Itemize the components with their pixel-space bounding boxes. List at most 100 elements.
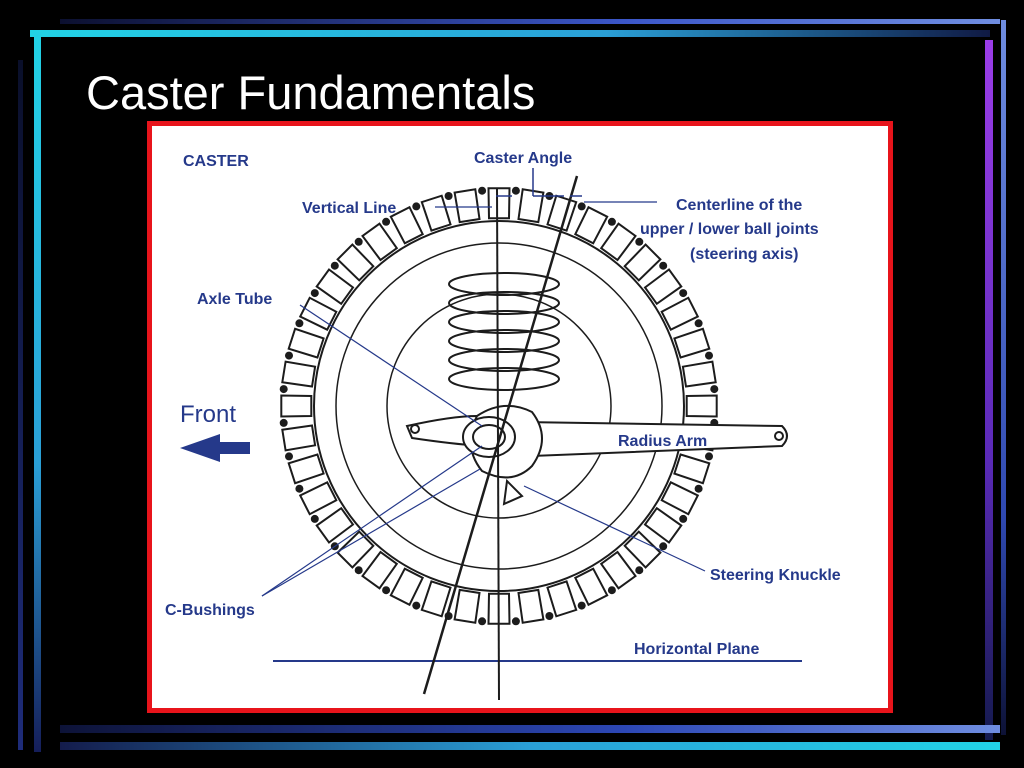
tread-block <box>487 187 511 220</box>
tread-block <box>389 205 425 245</box>
caster-angle-marker <box>496 168 582 197</box>
tread-gap <box>412 202 421 211</box>
tread-block <box>573 567 609 607</box>
tread-gap <box>659 542 668 551</box>
tread-gap <box>511 186 520 195</box>
vertical-line-label: Vertical Line <box>302 200 396 217</box>
coil-spring <box>448 272 560 391</box>
tread-gap <box>694 484 703 493</box>
tread-gap <box>679 289 688 298</box>
tread-block <box>599 550 637 590</box>
tread-block <box>298 296 338 332</box>
tread-gap <box>607 586 616 595</box>
tread-block <box>643 506 683 544</box>
tread-gap <box>310 289 319 298</box>
front-label: Front <box>180 401 236 428</box>
tread-block <box>280 394 313 418</box>
centerline-label-line-1: Centerline of the <box>676 197 802 214</box>
caster-diagram: CASTER Caster Angle Vertical Line Center… <box>165 150 841 701</box>
tread-block <box>623 243 662 282</box>
steering-axis-line <box>422 175 579 695</box>
tread-block <box>420 194 452 232</box>
tread-block <box>643 268 683 306</box>
radius-arm <box>405 414 788 458</box>
tread-block <box>420 580 452 618</box>
tread-block <box>660 296 700 332</box>
tread-gap <box>382 217 391 226</box>
centerline-label-line-3: (steering axis) <box>690 246 798 263</box>
horizontal-plane-label: Horizontal Plane <box>634 641 759 658</box>
tread-gap <box>478 617 487 626</box>
tread-block <box>453 188 481 224</box>
steering-knuckle-label: Steering Knuckle <box>710 567 841 584</box>
caster-diagram-frame: CASTER Caster Angle Vertical Line Center… <box>147 121 893 713</box>
tread-block <box>517 188 545 224</box>
tread-gap <box>705 452 713 461</box>
tread-block <box>623 530 662 569</box>
tread-gap <box>444 192 453 200</box>
tread-block <box>673 453 711 485</box>
tread-gap <box>382 586 391 595</box>
tread-block <box>517 588 545 624</box>
tread-gap <box>279 418 288 427</box>
tread-gap <box>412 601 421 610</box>
tread-gap <box>659 261 668 270</box>
right-bar-blue <box>1001 20 1006 735</box>
tread-block <box>336 243 375 282</box>
tread-block <box>685 394 718 418</box>
tread-gap <box>285 452 293 461</box>
tread-gap <box>705 351 713 360</box>
c-bushings-label: C-Bushings <box>165 602 255 619</box>
tread-block <box>281 360 317 388</box>
tread-gap <box>279 385 288 394</box>
caster-angle-label: Caster Angle <box>474 150 572 167</box>
tread-block <box>681 360 717 388</box>
tread-gap <box>295 484 304 493</box>
tread-gap <box>478 186 487 195</box>
tread-block <box>546 580 578 618</box>
top-bar-cyan <box>30 30 990 37</box>
tread-block <box>660 480 700 516</box>
radius-arm-label: Radius Arm <box>618 433 707 450</box>
tread-gap <box>694 319 703 328</box>
tread-gap <box>577 601 586 610</box>
tread-block <box>287 327 325 359</box>
tread-block <box>453 588 481 624</box>
front-arrow-icon <box>180 434 250 462</box>
leader-lines <box>261 201 706 597</box>
tread-block <box>298 480 338 516</box>
centerline-label-line-2: upper / lower ball joints <box>640 221 819 238</box>
tread-block <box>573 205 609 245</box>
caster-heading: CASTER <box>183 153 249 170</box>
tread-gap <box>577 202 586 211</box>
tread-block <box>673 327 711 359</box>
tread-gap <box>511 617 520 626</box>
tread-block <box>281 424 317 452</box>
right-bar-purple <box>985 40 993 740</box>
tread-gap <box>310 514 319 523</box>
tread-gap <box>354 566 363 575</box>
tread-gap <box>635 566 644 575</box>
tread-gap <box>545 612 554 620</box>
tread-block <box>315 506 355 544</box>
bottom-bar-blue <box>60 725 1000 733</box>
tread-gap <box>285 351 293 360</box>
tread-gap <box>354 237 363 246</box>
tread-block <box>389 567 425 607</box>
left-bar-cyan <box>34 30 41 752</box>
tread-gap <box>607 217 616 226</box>
bottom-bar-cyan <box>60 742 1000 750</box>
tread-block <box>361 222 399 262</box>
tread-block <box>599 222 637 262</box>
tread-gap <box>679 514 688 523</box>
top-bar-blue <box>60 19 1000 24</box>
left-bar-dark <box>18 60 23 750</box>
slide-title: Caster Fundamentals <box>86 66 536 119</box>
axle-tube-label: Axle Tube <box>197 291 272 308</box>
tread-block <box>315 268 355 306</box>
tread-block <box>287 453 325 485</box>
tread-block <box>361 550 399 590</box>
tread-gap <box>635 237 644 246</box>
tread-gap <box>710 385 719 394</box>
tread-gap <box>330 261 339 270</box>
